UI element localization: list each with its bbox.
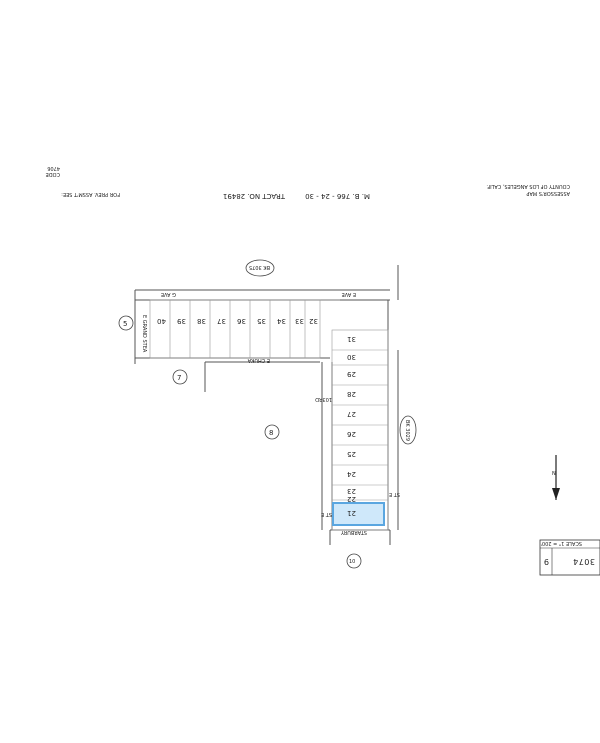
book-number: 3074 [573, 557, 595, 566]
right-lot-labels: 31 30 29 28 27 26 25 24 23 22 [347, 335, 356, 503]
page-number: 9 [543, 557, 549, 566]
county-title: COUNTY OF LOS ANGELES, CALIF. [486, 183, 570, 189]
lot-31: 31 [347, 335, 356, 343]
top-lot-grid [149, 299, 340, 359]
top-lot-labels: 40 39 38 37 36 35 34 33 32 [157, 317, 318, 325]
lot-23: 23 [347, 487, 356, 495]
scale-note: SCALE 1" = 200' [541, 540, 582, 546]
street-e-chuka: E CHUKA [247, 357, 270, 363]
lot-34: 34 [277, 317, 286, 325]
lot-38: 38 [197, 317, 206, 325]
lot-25: 25 [347, 450, 356, 458]
block-5: 5 [123, 320, 127, 328]
north-arrow: N [552, 455, 560, 500]
code-value: 4706 [47, 165, 60, 171]
book-references: BK 3075 BK 3029 [245, 259, 417, 445]
highlighted-parcel[interactable]: 21 [332, 502, 385, 526]
mb-label: M. B. 766 - 24 - 30 [305, 192, 370, 200]
street-103rd: 103RD [315, 396, 332, 402]
page-box: SCALE 1" = 200' 3074 9 [539, 539, 600, 576]
street-st-e-right: ST E [389, 491, 400, 497]
lot-27: 27 [347, 410, 356, 418]
lot-39: 39 [177, 317, 186, 325]
lot-28: 28 [347, 390, 356, 398]
lot-33: 33 [295, 317, 304, 325]
lot-30: 30 [347, 353, 356, 361]
lot-26: 26 [347, 430, 356, 438]
lot-32: 32 [309, 317, 318, 325]
lot-22: 22 [347, 495, 356, 503]
north-label: N [552, 471, 556, 477]
street-e-ave: E AVE [342, 291, 356, 297]
bk-3029: BK 3029 [404, 420, 410, 441]
lot-24: 24 [347, 470, 356, 478]
street-grand-stea: E GRAND STEA [141, 315, 147, 353]
lot-36: 36 [237, 317, 246, 325]
block-8: 8 [269, 429, 273, 437]
code-label: CODE [46, 171, 60, 177]
street-g-ave: G AVE [161, 291, 176, 297]
lot-35: 35 [257, 317, 266, 325]
lot-37: 37 [217, 317, 226, 325]
assessor-title: ASSESSOR'S MAP [526, 190, 570, 196]
title-block: TRACT NO. 28491 M. B. 766 - 24 - 30 FOR … [46, 165, 570, 200]
block-markers: 5 7 8 10 [118, 315, 362, 569]
lot-29: 29 [347, 370, 356, 378]
tract-label: TRACT NO. 28491 [223, 192, 286, 200]
street-labels: G AVE E AVE E CHUKA E GRAND STEA 103RD S… [141, 291, 400, 535]
street-st-e-left: ST E [321, 511, 332, 517]
prev-assessment-note: FOR PREV. ASSM'T SEE: [61, 191, 120, 197]
lot-21: 21 [347, 509, 356, 517]
street-starbury: STARBURY [340, 529, 367, 535]
right-lot-grid [331, 329, 389, 531]
block-7: 7 [177, 374, 181, 382]
block-10: 10 [349, 559, 355, 565]
lot-40: 40 [157, 317, 166, 325]
bk-3075: BK 3075 [249, 264, 270, 270]
